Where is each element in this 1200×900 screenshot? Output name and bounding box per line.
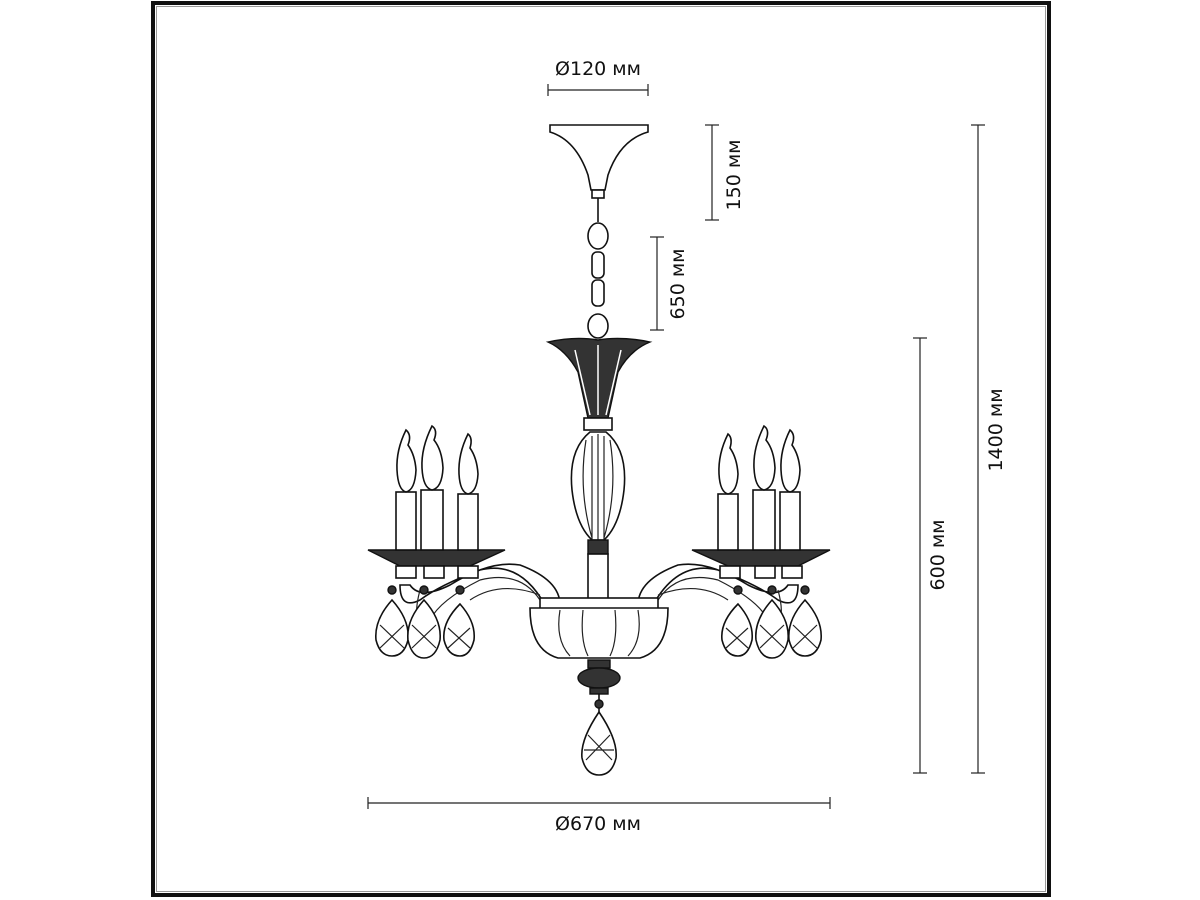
dim-label-canopy-diameter: Ø120 мм <box>555 58 641 80</box>
dim-body-height: 600 мм <box>913 337 949 774</box>
baluster <box>570 431 626 603</box>
dim-label-chain-length: 650 мм <box>667 249 689 320</box>
crystal-3 <box>443 565 479 657</box>
crystal-6 <box>781 565 822 657</box>
canopy <box>549 124 649 222</box>
crystal-2 <box>407 565 445 659</box>
crystal-5 <box>754 565 789 659</box>
bottom-crystal-drop <box>581 710 617 776</box>
drawing-frame <box>151 1 1051 897</box>
dim-label-max-height: 1400 мм <box>985 388 1007 471</box>
side-crystals <box>375 565 822 659</box>
candle-2 <box>420 424 444 551</box>
dim-canopy-height: 150 мм <box>705 124 745 221</box>
bowl <box>529 597 669 659</box>
dim-label-body-height: 600 мм <box>927 520 949 591</box>
candles <box>395 424 801 551</box>
crystal-1 <box>375 565 417 657</box>
candle-1 <box>395 428 417 551</box>
dim-label-canopy-height: 150 мм <box>723 140 745 211</box>
crown-cup <box>545 337 653 431</box>
candle-3 <box>457 432 479 551</box>
dim-diameter: Ø670 мм <box>367 797 831 835</box>
right-bobeche <box>691 549 831 567</box>
dim-max-height: 1400 мм <box>971 124 1007 774</box>
finial <box>577 659 621 712</box>
candle-6 <box>779 428 801 551</box>
dim-label-diameter: Ø670 мм <box>555 813 641 835</box>
left-bobeche <box>367 549 506 567</box>
crystal-4 <box>719 565 754 657</box>
dim-chain-length: 650 мм <box>650 236 689 331</box>
dim-canopy-diameter: Ø120 мм <box>547 58 649 96</box>
candle-4 <box>717 432 739 551</box>
chain <box>587 222 609 339</box>
candle-5 <box>752 424 776 551</box>
